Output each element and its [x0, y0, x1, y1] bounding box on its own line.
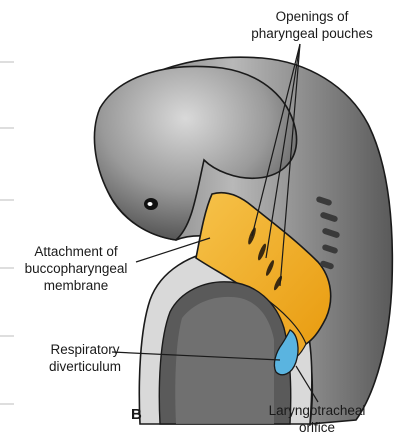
label-attachment-buccopharyngeal-membrane: Attachment of buccopharyngeal membrane: [8, 243, 144, 294]
margin-ticks: [0, 62, 14, 404]
label-respiratory-diverticulum: Respiratory diverticulum: [30, 341, 140, 375]
label-openings-of-pharyngeal-pouches: Openings of pharyngeal pouches: [236, 8, 388, 42]
panel-letter: B: [131, 406, 142, 423]
label-laryngotracheal-orifice: Laryngotracheal orifice: [253, 402, 381, 436]
